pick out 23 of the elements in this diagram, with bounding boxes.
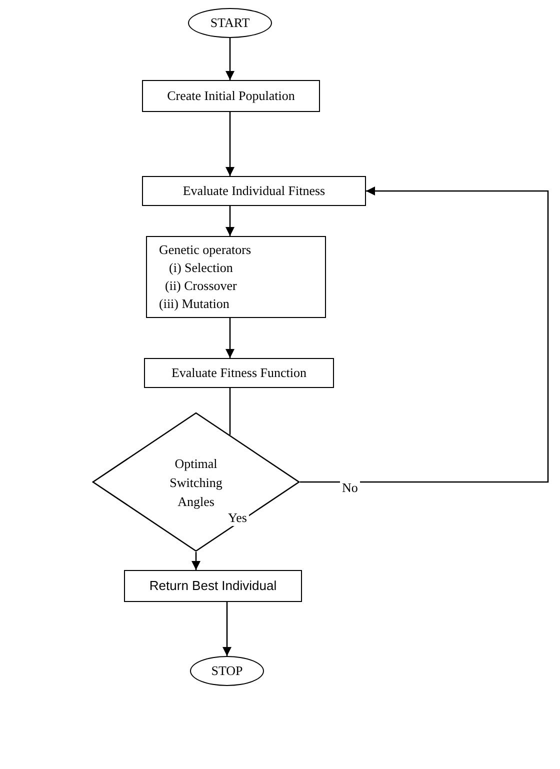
arrow	[222, 602, 232, 656]
process-box	[142, 176, 366, 206]
arrow	[191, 552, 201, 570]
arrow	[225, 318, 235, 358]
box-label: Create Initial Population	[167, 87, 295, 105]
process-box	[142, 80, 320, 112]
list-item: (ii) Crossover	[164, 277, 237, 295]
box-label: STOP	[211, 662, 243, 680]
box-label: Evaluate Fitness Function	[171, 364, 307, 382]
process-box	[144, 358, 334, 388]
box-label: Evaluate Individual Fitness	[182, 182, 326, 200]
process-box	[146, 236, 326, 318]
box-label: START	[210, 14, 250, 32]
arrow	[225, 206, 235, 236]
list-item: (i) Selection	[168, 259, 233, 277]
arrow	[300, 186, 549, 483]
decision-label: Optimal Switching Angles	[168, 454, 224, 510]
arrow	[225, 38, 235, 80]
box-label: Genetic operators	[159, 241, 252, 259]
box-label: Return Best Individual	[149, 577, 277, 595]
list-item: (iii) Mutation	[159, 295, 230, 313]
arrow	[225, 112, 235, 176]
process-box	[124, 570, 302, 602]
